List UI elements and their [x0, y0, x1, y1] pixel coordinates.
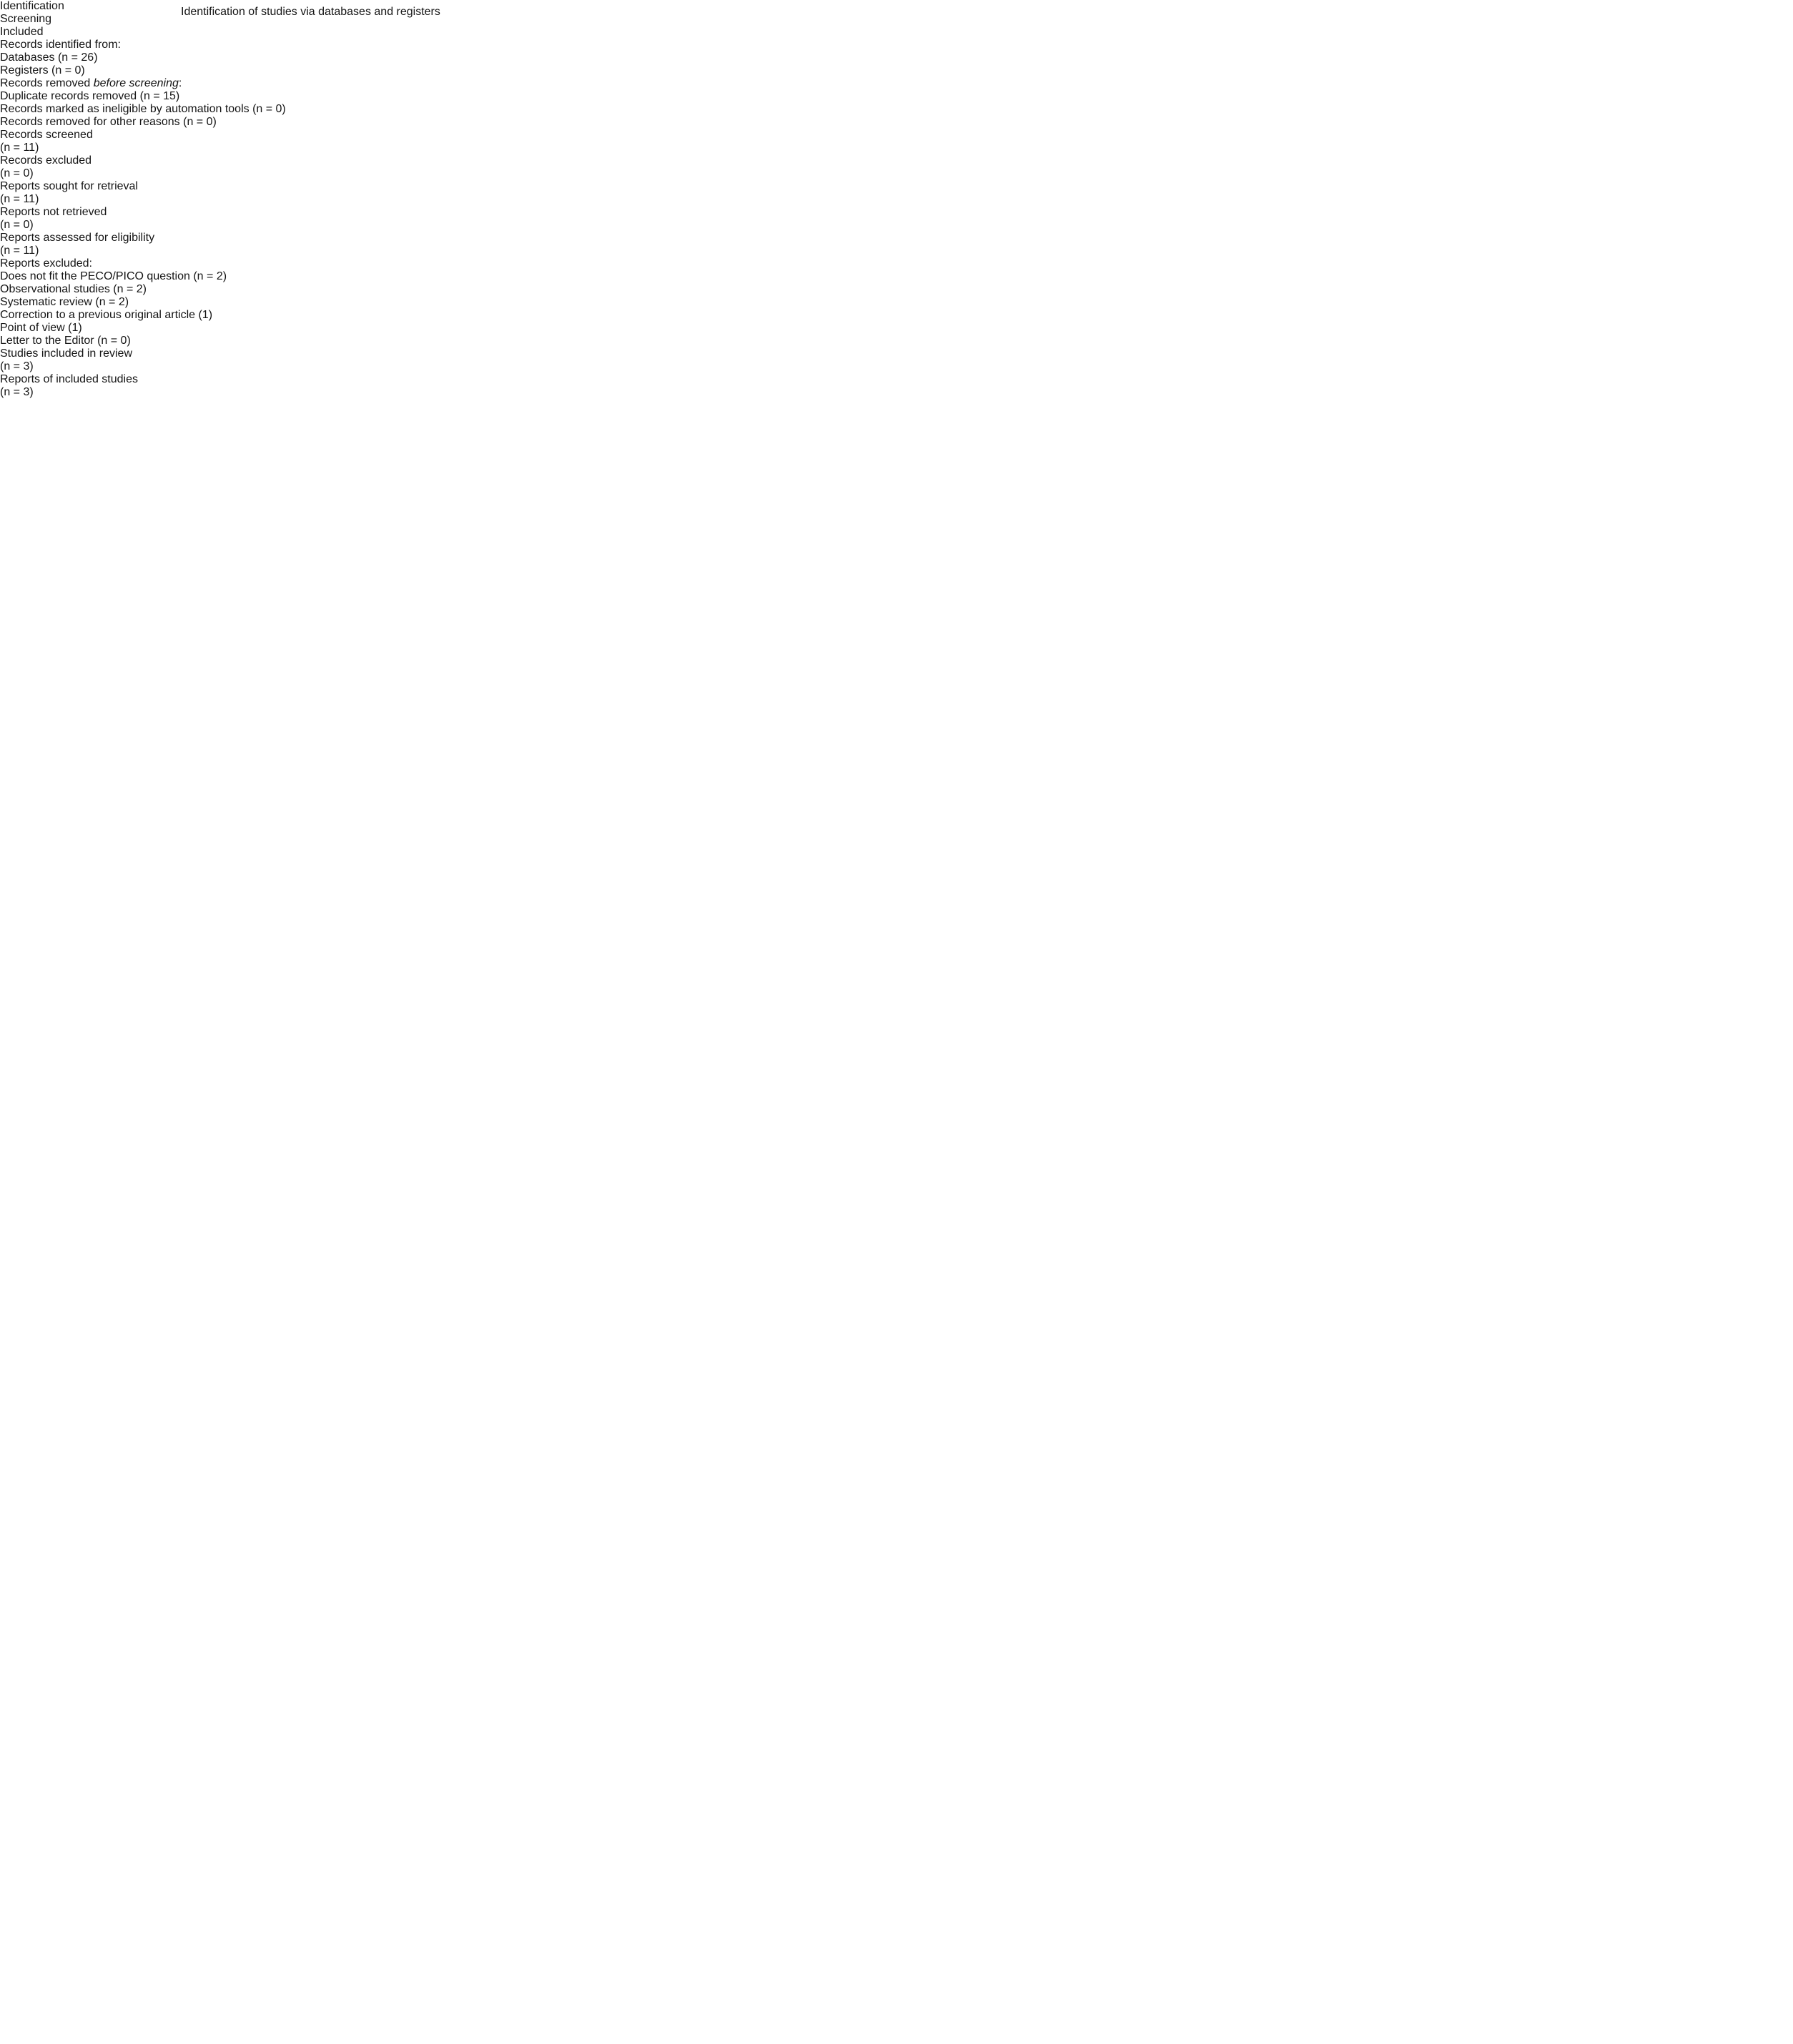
- box-reports-assessed-line2: (n = 11): [0, 245, 39, 257]
- box-reports-not-retrieved: Reports not retrieved (n = 0): [0, 206, 1793, 232]
- title-prefix: Records removed: [0, 77, 94, 89]
- box-reports-excluded-item: Does not fit the PECO/PICO question (n =…: [0, 270, 227, 282]
- box-records-excluded-line2: (n = 0): [0, 167, 34, 179]
- box-records-removed: Records removed before screening: Duplic…: [0, 77, 1793, 129]
- box-reports-excluded-item: Systematic review (n = 2): [0, 296, 129, 308]
- stage-bar-screening: Screening: [0, 13, 1793, 26]
- box-records-excluded: Records excluded (n = 0): [0, 154, 1793, 180]
- box-records-excluded-line1: Records excluded: [0, 154, 92, 167]
- arrow-sought-to-assessed: [0, 544, 1793, 613]
- box-studies-included: Studies included in review (n = 3) Repor…: [0, 347, 1793, 399]
- box-studies-included-line: Reports of included studies: [0, 373, 138, 385]
- box-reports-sought-line2: (n = 11): [0, 193, 39, 205]
- box-reports-assessed-line1: Reports assessed for eligibility: [0, 232, 155, 244]
- box-records-screened: Records screened (n = 11): [0, 129, 1793, 154]
- box-reports-sought-line1: Reports sought for retrieval: [0, 180, 138, 192]
- banner-title: Identification of studies via databases …: [181, 6, 440, 18]
- box-studies-included-line: (n = 3): [0, 386, 34, 398]
- stage-bar-included: Included: [0, 26, 1793, 39]
- banner: Identification of studies via databases …: [181, 6, 1747, 103]
- box-reports-sought: Reports sought for retrieval (n = 11): [0, 180, 1793, 206]
- box-reports-excluded-item: Correction to a previous original articl…: [0, 309, 213, 321]
- box-records-identified-item: Registers (n = 0): [0, 64, 85, 76]
- box-records-removed-item: Records marked as ineligible by automati…: [0, 103, 286, 115]
- box-studies-included-line: Studies included in review: [0, 347, 132, 360]
- stage-bar-identification-label: Identification: [0, 0, 64, 12]
- arrow-screened-to-sought: [0, 471, 1793, 544]
- box-records-identified-title: Records identified from:: [0, 39, 121, 51]
- box-records-identified: Records identified from: Databases (n = …: [0, 39, 1793, 77]
- box-studies-included-line: (n = 3): [0, 360, 34, 372]
- box-reports-excluded-item: Observational studies (n = 2): [0, 283, 147, 295]
- arrow-identified-to-screened: [0, 399, 1793, 471]
- box-records-screened-line1: Records screened: [0, 129, 93, 141]
- title-suffix: :: [178, 77, 182, 89]
- box-reports-not-retrieved-line1: Reports not retrieved: [0, 206, 107, 218]
- box-reports-assessed: Reports assessed for eligibility (n = 11…: [0, 232, 1793, 257]
- box-records-removed-title: Records removed before screening:: [0, 77, 1793, 90]
- stage-bar-included-label: Included: [0, 26, 44, 38]
- box-records-removed-item: Duplicate records removed (n = 15): [0, 90, 180, 102]
- stage-bar-screening-label: Screening: [0, 13, 52, 25]
- arrow-assessed-to-included: [0, 613, 1793, 865]
- box-reports-excluded-item: Point of view (1): [0, 322, 82, 334]
- box-records-removed-item: Records removed for other reasons (n = 0…: [0, 116, 217, 128]
- box-reports-excluded-title: Reports excluded:: [0, 257, 92, 270]
- stage-bar-identification: Identification: [0, 0, 1793, 13]
- box-reports-excluded-item: Letter to the Editor (n = 0): [0, 335, 131, 347]
- box-reports-not-retrieved-line2: (n = 0): [0, 219, 34, 231]
- box-records-screened-line2: (n = 11): [0, 142, 39, 154]
- title-italic: before screening: [93, 77, 179, 89]
- box-records-identified-item: Databases (n = 26): [0, 51, 98, 64]
- box-reports-excluded: Reports excluded: Does not fit the PECO/…: [0, 257, 1793, 347]
